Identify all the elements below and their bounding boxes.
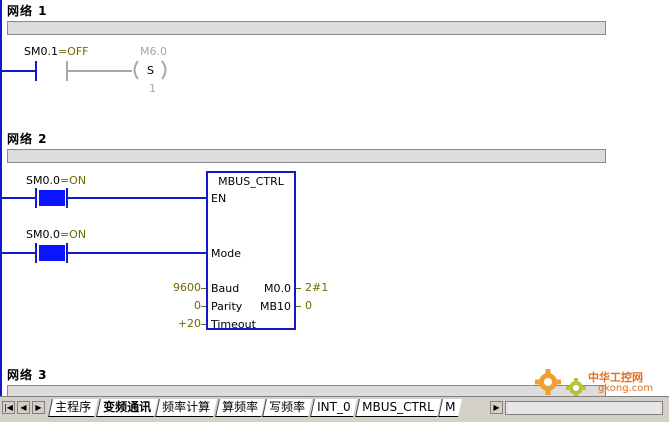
block-pin-baud: Baud: [211, 282, 240, 295]
block-pin-error: MB10: [259, 300, 291, 313]
network-1-wire-mid: [68, 70, 132, 72]
network-3-title: 网络 3: [7, 368, 48, 382]
network-2-en-contact-right[interactable]: [66, 188, 68, 208]
error-value[interactable]: 0: [305, 299, 312, 312]
block-pin-done: M0.0: [264, 282, 291, 295]
prev-tab-button[interactable]: ◀: [17, 401, 30, 414]
horizontal-scrollbar[interactable]: [505, 401, 663, 415]
network-1-coil-address: M6.0: [140, 45, 167, 58]
baud-wire: [201, 288, 206, 289]
baud-value[interactable]: 9600: [173, 281, 201, 294]
network-2-en-wire-right: [68, 197, 206, 199]
network-1-title: 网络 1: [7, 4, 48, 18]
network-2-mode-wire-right: [68, 252, 206, 254]
block-pin-timeout: Timeout: [211, 318, 256, 331]
error-wire: [296, 306, 301, 307]
tab-main-program[interactable]: 主程序: [48, 399, 98, 417]
network-2-en-contact-on[interactable]: [39, 190, 65, 206]
parity-wire: [201, 306, 206, 307]
done-wire: [296, 288, 301, 289]
next-tab-button[interactable]: ▶: [32, 401, 45, 414]
watermark-text-en: gkong.com: [598, 383, 654, 394]
network-2-title: 网络 2: [7, 132, 48, 146]
network-1-contact-right[interactable]: [66, 61, 68, 81]
tab-freq-calc[interactable]: 频率计算: [155, 399, 217, 417]
watermark-text-cn: 中华工控网: [588, 371, 643, 384]
tab-vfd-comm[interactable]: 变频通讯: [95, 399, 158, 417]
network-1-contact-left[interactable]: [35, 61, 37, 81]
network-2-mode-wire-left: [2, 252, 36, 254]
network-2-en-contact-label: SM0.0=ON: [26, 174, 87, 187]
done-value[interactable]: 2#1: [305, 281, 329, 294]
program-tabs: 主程序 变频通讯 频率计算 算频率 写频率 INT_0 MBUS_CTRL M: [48, 399, 463, 419]
block-name: MBUS_CTRL: [218, 175, 284, 188]
network-2-en-wire-left: [2, 197, 36, 199]
network-1-contact-label: SM0.1=OFF: [24, 45, 89, 58]
timeout-wire: [201, 324, 206, 325]
network-1-coil-type: S: [147, 64, 154, 77]
network-3-comment[interactable]: [7, 385, 606, 396]
block-pin-mode: Mode: [211, 247, 241, 260]
network-1-comment[interactable]: [7, 21, 606, 35]
ladder-editor[interactable]: 网络 1 SM0.1=OFF M6.0 S 1 网络 2 SM0.0=ON SM…: [0, 0, 669, 396]
network-2-mode-contact-right[interactable]: [66, 243, 68, 263]
block-pin-parity: Parity: [211, 300, 243, 313]
network-2-en-contact-left[interactable]: [35, 188, 37, 208]
network-1-coil-count: 1: [149, 82, 156, 95]
tab-int0[interactable]: INT_0: [309, 399, 357, 417]
tab-bar: |◀ ◀ ▶ 主程序 变频通讯 频率计算 算频率 写频率 INT_0 MBUS_…: [0, 396, 669, 422]
network-1-wire-left: [2, 70, 36, 72]
network-2-comment[interactable]: [7, 149, 606, 163]
gkong-watermark-logo: [535, 369, 586, 396]
block-pin-en: EN: [211, 192, 227, 205]
network-2-mode-contact-left[interactable]: [35, 243, 37, 263]
network-2-mode-contact-on[interactable]: [39, 245, 65, 261]
first-tab-button[interactable]: |◀: [2, 401, 15, 414]
power-rail: [0, 0, 2, 396]
tabs-scroll-right-button[interactable]: ▶: [490, 401, 503, 414]
tab-m[interactable]: M: [437, 399, 463, 417]
tab-write-freq[interactable]: 写频率: [262, 399, 312, 417]
mbus-ctrl-block[interactable]: MBUS_CTRL EN Mode Baud Parity Timeout M0…: [206, 171, 296, 331]
tab-mbus-ctrl[interactable]: MBUS_CTRL: [354, 399, 441, 417]
parity-value[interactable]: 0: [194, 299, 201, 312]
tab-calc-freq[interactable]: 算频率: [214, 399, 265, 417]
set-coil-icon[interactable]: [130, 59, 170, 81]
network-2-mode-contact-label: SM0.0=ON: [26, 228, 87, 241]
timeout-value[interactable]: +20: [177, 317, 201, 330]
